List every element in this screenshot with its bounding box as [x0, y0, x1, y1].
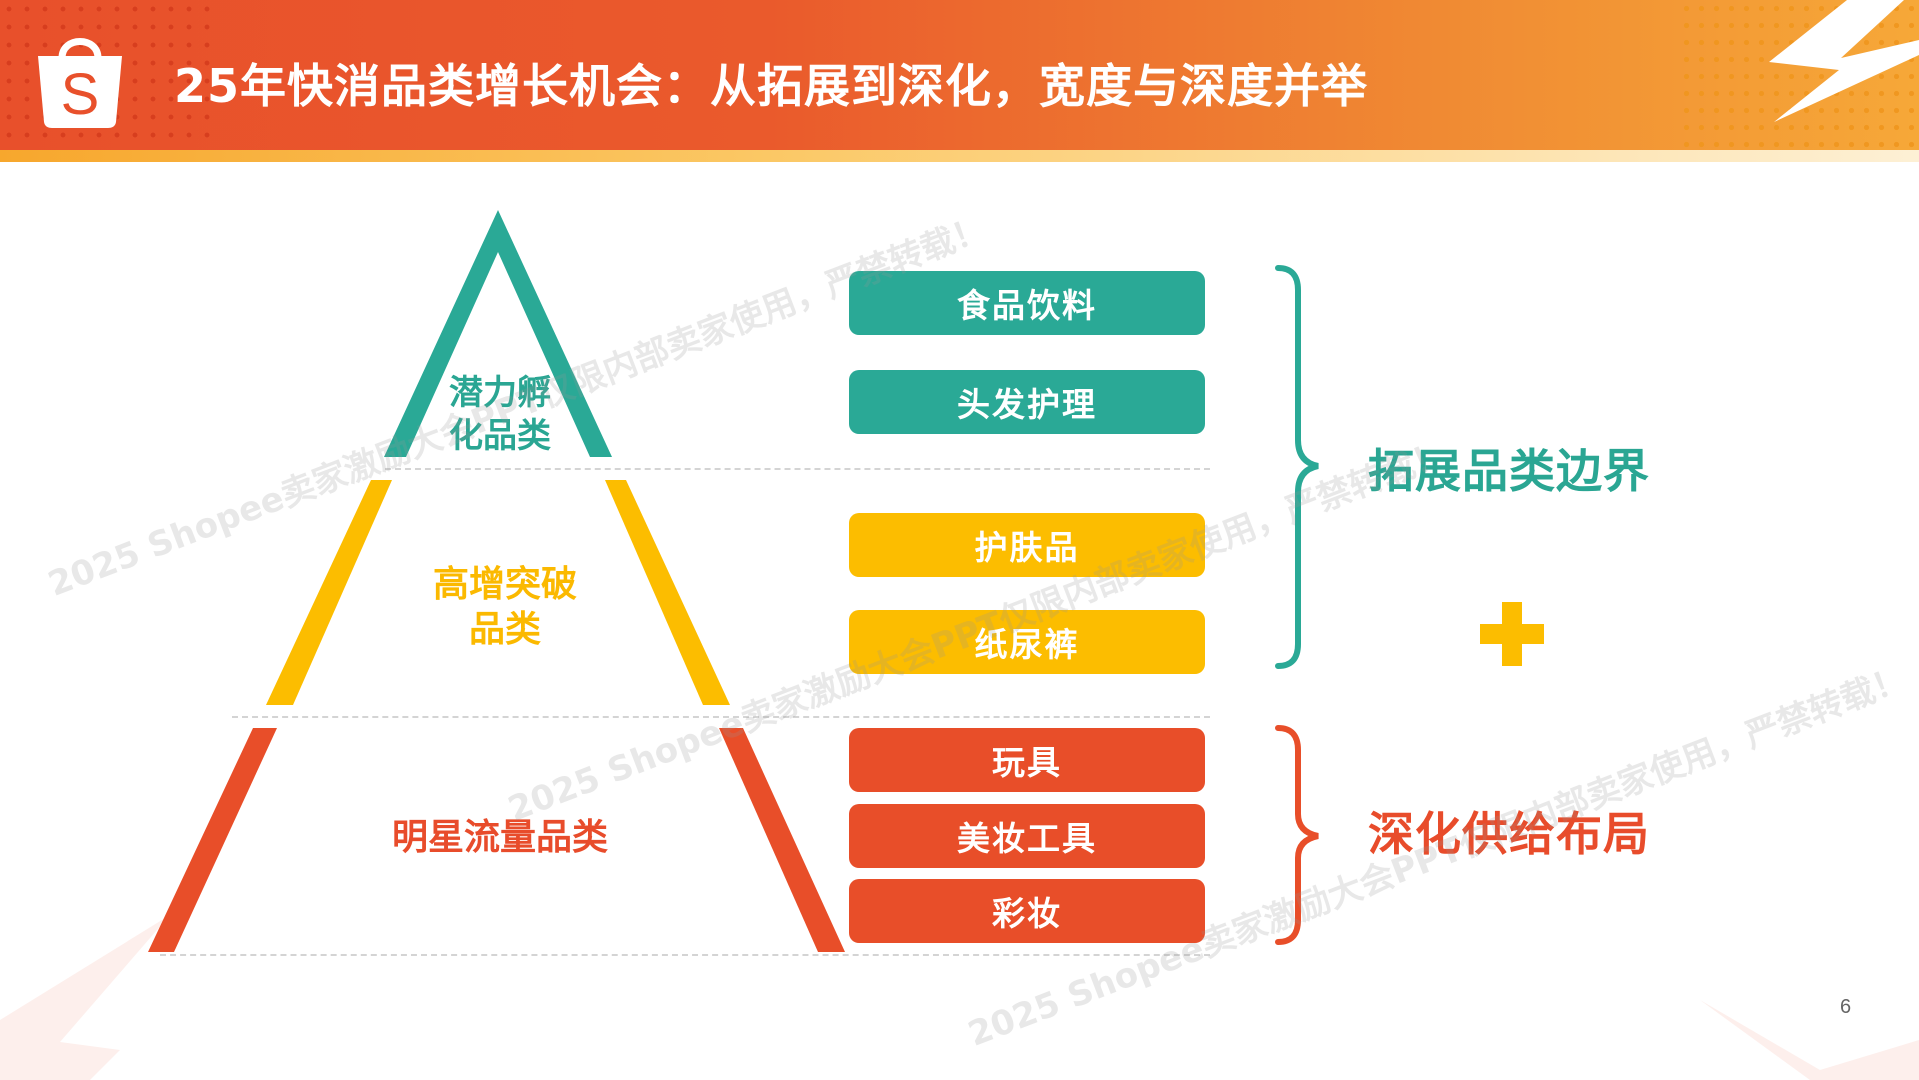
- strategy-expand-boundary: 拓展品类边界: [1368, 444, 1650, 498]
- tier-label-potential-incubation: 潜力孵 化品类: [430, 372, 570, 457]
- curly-brace-red-icon: [1275, 725, 1319, 945]
- header-banner: S 25年快消品类增长机会：从拓展到深化，宽度与深度并举: [0, 0, 1919, 150]
- header-dot-pattern-right: [1679, 0, 1919, 150]
- slide-title: 25年快消品类增长机会：从拓展到深化，宽度与深度并举: [174, 59, 1369, 113]
- tier-divider-1: [385, 468, 1210, 470]
- shopee-bag-logo-icon: S: [38, 38, 122, 128]
- tier-label-line: 高增突破: [432, 564, 577, 605]
- pyramid-middle-right-side: [605, 480, 730, 705]
- tier-label-line: 品类: [468, 609, 541, 650]
- plus-icon: [1480, 602, 1544, 666]
- curly-brace-teal-icon: [1275, 265, 1319, 669]
- category-cosmetics: 彩妆: [849, 879, 1205, 943]
- page-number: 6: [1840, 996, 1852, 1018]
- svg-text:S: S: [61, 62, 100, 127]
- pyramid-middle-left-side: [266, 480, 392, 705]
- tier-divider-3: [160, 954, 1210, 956]
- category-food-beverage: 食品饮料: [849, 271, 1205, 335]
- tier-label-star-traffic: 明星流量品类: [360, 815, 640, 860]
- pyramid-bottom-right-side: [719, 728, 845, 952]
- strategy-deepen-supply: 深化供给布局: [1368, 807, 1650, 861]
- category-skincare: 护肤品: [849, 513, 1205, 577]
- tier-label-line: 化品类: [449, 415, 551, 456]
- lightning-bolt-icon: [1769, 0, 1919, 122]
- tier-label-high-growth: 高增突破 品类: [405, 562, 605, 652]
- tier-label-line: 明星流量品类: [391, 817, 608, 858]
- tier-label-line: 潜力孵: [449, 373, 551, 413]
- tier-divider-2: [232, 716, 1210, 718]
- header-accent-stripe: [0, 150, 1919, 162]
- category-toys: 玩具: [849, 728, 1205, 792]
- category-makeup-tools: 美妆工具: [849, 804, 1205, 868]
- pyramid-top-teal: [384, 210, 612, 457]
- category-hair-care: 头发护理: [849, 370, 1205, 434]
- pyramid-bottom-left-side: [148, 728, 277, 952]
- category-diapers: 纸尿裤: [849, 610, 1205, 674]
